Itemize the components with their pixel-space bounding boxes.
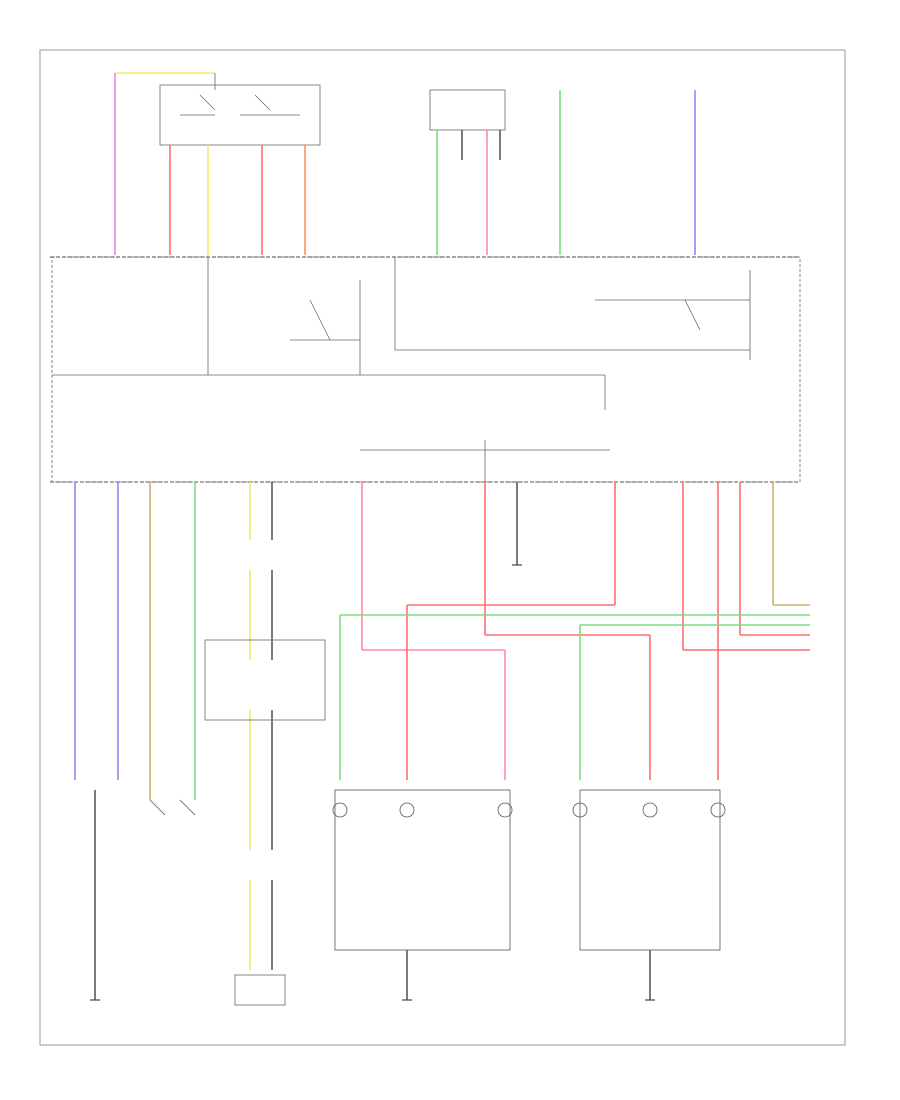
lamp-group-right: [572, 789, 726, 1000]
upper-wires: [169, 90, 696, 255]
top-switch-block: [114, 72, 321, 255]
left-switches: [94, 790, 196, 1000]
lower-wires: [74, 482, 810, 970]
joint-connectors: [204, 639, 326, 1006]
diagram-frame: [39, 49, 846, 1046]
ground-symbols: [90, 564, 655, 1001]
central-module: [51, 256, 801, 485]
top-module: [429, 89, 506, 131]
lamp-group-left: [332, 789, 513, 1000]
